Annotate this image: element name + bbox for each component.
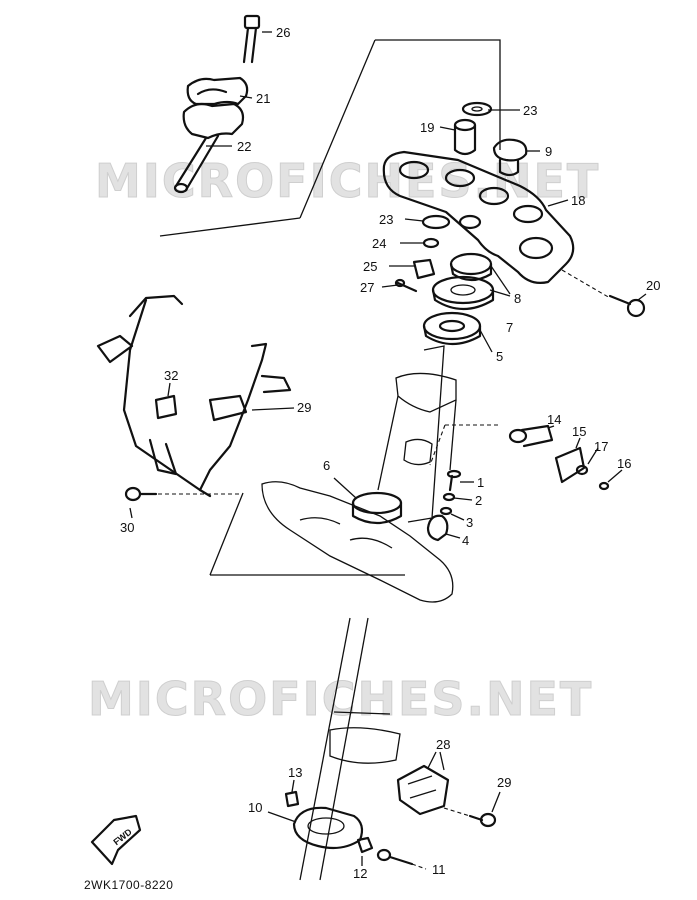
plate-15 [554, 446, 586, 484]
enclosure-upper-left [299, 39, 376, 219]
callout-4: 4 [462, 533, 469, 548]
callout-8: 8 [514, 291, 521, 306]
handlebar-bolt-27 [242, 14, 261, 64]
callout-22: 22 [237, 139, 251, 154]
enclosure-lower-left [209, 492, 244, 576]
callout-32: 32 [164, 368, 178, 383]
callout-1: 1 [477, 475, 484, 490]
callout-27: 26 [276, 25, 290, 40]
enclosure-upper-bottom [159, 217, 301, 237]
callout-26-visible: 27 [360, 280, 374, 295]
bearing-6 [351, 491, 403, 525]
callout-17: 17 [594, 439, 608, 454]
screw-16 [598, 481, 610, 491]
holder-28 [396, 764, 450, 816]
handlebar-holder-upper-21 [186, 76, 249, 106]
callout-31: 30 [120, 520, 134, 535]
leader-lines [129, 31, 647, 866]
callout-16: 16 [617, 456, 631, 471]
bolt-20 [561, 269, 646, 318]
callout-15: 15 [572, 424, 586, 439]
fwd-label: FWD [111, 826, 134, 847]
callout-18: 18 [571, 193, 585, 208]
callout-24: 24 [372, 236, 386, 251]
callout-23-lower: 23 [379, 212, 393, 227]
ring-24 [422, 237, 440, 249]
pin-26 [394, 278, 418, 293]
callout-12: 12 [353, 866, 367, 881]
fork-tube-lower [299, 617, 401, 881]
handlebar-holder-lower-22 [173, 102, 245, 194]
fwd-arrow-icon: FWD [90, 814, 142, 866]
nut-12 [356, 836, 374, 854]
callout-19: 19 [420, 120, 434, 135]
callout-25: 25 [363, 259, 377, 274]
screw-1 [446, 469, 462, 492]
callout-2: 2 [475, 493, 482, 508]
washer-2 [442, 492, 456, 502]
diagram-code: 2WK1700-8220 [84, 878, 173, 892]
washer-23-top [461, 101, 493, 117]
callout-21: 21 [256, 91, 270, 106]
ring-nut-8 [449, 252, 493, 282]
bolt-29 [443, 807, 497, 828]
bolt-11 [376, 848, 427, 870]
clamp-4 [426, 514, 449, 542]
washer-23-lower [421, 214, 451, 230]
enclosure-upper [375, 39, 501, 150]
callout-14: 14 [547, 412, 561, 427]
callout-10: 10 [248, 800, 262, 815]
callout-3: 3 [466, 515, 473, 530]
watermark-top: MICROFICHES.NET [95, 154, 600, 208]
callout-29-label: 29 [497, 775, 511, 790]
callout-28-label: 28 [436, 737, 450, 752]
upper-bracket-18 [382, 150, 575, 284]
washer-3 [439, 506, 453, 516]
clamp-10 [292, 806, 364, 850]
callout-7: 7 [506, 320, 513, 335]
callout-6: 6 [323, 458, 330, 473]
headlight-stay-30 [96, 294, 292, 498]
callout-11: 11 [432, 862, 446, 877]
collar-19 [453, 118, 477, 156]
washer-17 [575, 464, 589, 476]
callout-13: 13 [288, 765, 302, 780]
callout-9: 9 [545, 144, 552, 159]
bearing-cover-7 [431, 275, 495, 310]
callout-5: 5 [496, 349, 503, 364]
callout-30: 29 [297, 400, 311, 415]
steering-stem [261, 345, 457, 603]
bolt-31 [124, 486, 240, 502]
callout-20: 20 [646, 278, 660, 293]
nut-13 [284, 790, 300, 808]
bearing-5 [422, 311, 482, 346]
lock-14 [508, 424, 554, 448]
watermark-bottom: MICROFICHES.NET [88, 672, 593, 726]
callout-23-top: 23 [523, 103, 537, 118]
clip-32 [154, 394, 178, 420]
steering-stem-bolt-9 [492, 138, 528, 177]
nut-25 [412, 258, 436, 280]
